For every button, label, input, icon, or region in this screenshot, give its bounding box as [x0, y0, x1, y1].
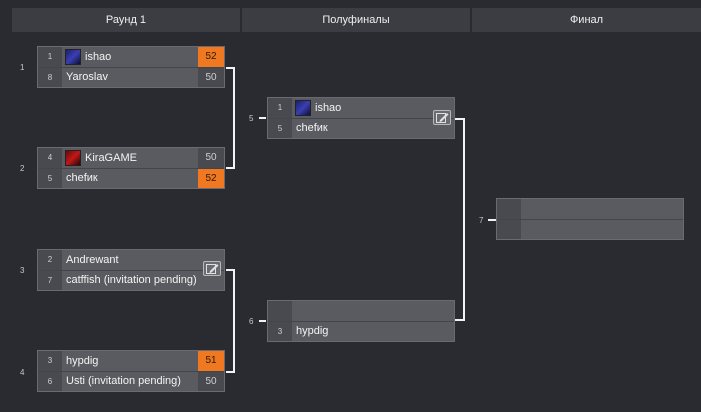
- score: 52: [198, 47, 224, 67]
- player-name: hypdig: [296, 325, 329, 338]
- match-number: 1: [20, 63, 25, 72]
- match-slot[interactable]: 5 chefик 52: [38, 167, 224, 188]
- seed: 5: [268, 118, 292, 138]
- match-slot[interactable]: 2 Andrewant: [38, 250, 224, 270]
- seed: [497, 199, 521, 219]
- match-slot[interactable]: 6 Usti (invitation pending) 50: [38, 370, 224, 391]
- player-name: Usti (invitation pending): [66, 375, 181, 388]
- match-number: 5: [249, 114, 254, 123]
- semifinals-header: Полуфиналы: [242, 8, 472, 32]
- seed: 7: [38, 270, 62, 290]
- match-slot[interactable]: 1 ishao 52: [38, 47, 224, 67]
- seed: [497, 219, 521, 239]
- player-name: hypdig: [66, 354, 99, 367]
- match-7[interactable]: [496, 198, 684, 240]
- seed: 1: [268, 98, 292, 118]
- connector-line: [488, 219, 496, 221]
- match-number: 3: [20, 266, 25, 275]
- connector-line: [259, 117, 266, 119]
- match-slot[interactable]: 3 hypdig: [268, 320, 454, 341]
- edit-icon[interactable]: [203, 261, 221, 276]
- match-3[interactable]: 2 Andrewant 7 catffish (invitation pendi…: [37, 249, 225, 291]
- player-name: chefик: [66, 172, 98, 185]
- score: 50: [198, 148, 224, 168]
- match-slot[interactable]: 8 Yaroslav 50: [38, 66, 224, 87]
- connector-line: [455, 118, 464, 120]
- seed: 4: [38, 148, 62, 168]
- connector-line: [463, 118, 465, 321]
- match-slot[interactable]: [497, 199, 683, 219]
- seed: 6: [38, 371, 62, 391]
- player-name: catffish (invitation pending): [66, 274, 197, 287]
- match-2[interactable]: 4 KiraGAME 50 5 chefик 52: [37, 147, 225, 189]
- edit-icon[interactable]: [433, 110, 451, 125]
- match-number: 2: [20, 164, 25, 173]
- score: 50: [198, 67, 224, 87]
- score: 52: [198, 168, 224, 188]
- match-slot[interactable]: 1 ishao: [268, 98, 454, 118]
- connector-line: [233, 269, 235, 373]
- avatar: [295, 99, 311, 116]
- match-6[interactable]: 3 hypdig: [267, 300, 455, 342]
- avatar: [65, 149, 81, 166]
- connector-line: [226, 371, 234, 373]
- match-5[interactable]: 1 ishao 5 chefик: [267, 97, 455, 139]
- player-name: Andrewant: [66, 253, 119, 266]
- final-header: Финал: [472, 8, 701, 32]
- score: 51: [198, 351, 224, 371]
- match-number: 7: [479, 216, 484, 225]
- avatar: [65, 48, 81, 65]
- round1-header: Раунд 1: [12, 8, 242, 32]
- match-number: 6: [249, 317, 254, 326]
- player-name: ishao: [85, 50, 112, 63]
- seed: 1: [38, 47, 62, 67]
- seed: 2: [38, 250, 62, 270]
- match-slot[interactable]: 3 hypdig 51: [38, 351, 224, 371]
- connector-line: [226, 167, 234, 169]
- match-slot[interactable]: 5 chefик: [268, 117, 454, 138]
- player-name: KiraGAME: [85, 151, 137, 164]
- match-slot[interactable]: [497, 218, 683, 239]
- connector-line: [226, 67, 234, 69]
- bracket-header: Раунд 1 Полуфиналы Финал: [12, 8, 701, 32]
- seed: 3: [268, 321, 292, 341]
- seed: 5: [38, 168, 62, 188]
- connector-line: [233, 67, 235, 169]
- match-number: 4: [20, 368, 25, 377]
- match-slot[interactable]: 4 KiraGAME 50: [38, 148, 224, 168]
- seed: [268, 301, 292, 321]
- match-slot[interactable]: [268, 301, 454, 321]
- match-slot[interactable]: 7 catffish (invitation pending): [38, 269, 224, 290]
- player-name: ishao: [315, 101, 342, 114]
- player-name: Yaroslav: [66, 71, 108, 84]
- match-4[interactable]: 3 hypdig 51 6 Usti (invitation pending) …: [37, 350, 225, 392]
- player-name: chefик: [296, 122, 328, 135]
- score: 50: [198, 371, 224, 391]
- seed: 3: [38, 351, 62, 371]
- seed: 8: [38, 67, 62, 87]
- connector-line: [259, 320, 266, 322]
- match-1[interactable]: 1 ishao 52 8 Yaroslav 50: [37, 46, 225, 88]
- connector-line: [226, 269, 234, 271]
- connector-line: [455, 319, 464, 321]
